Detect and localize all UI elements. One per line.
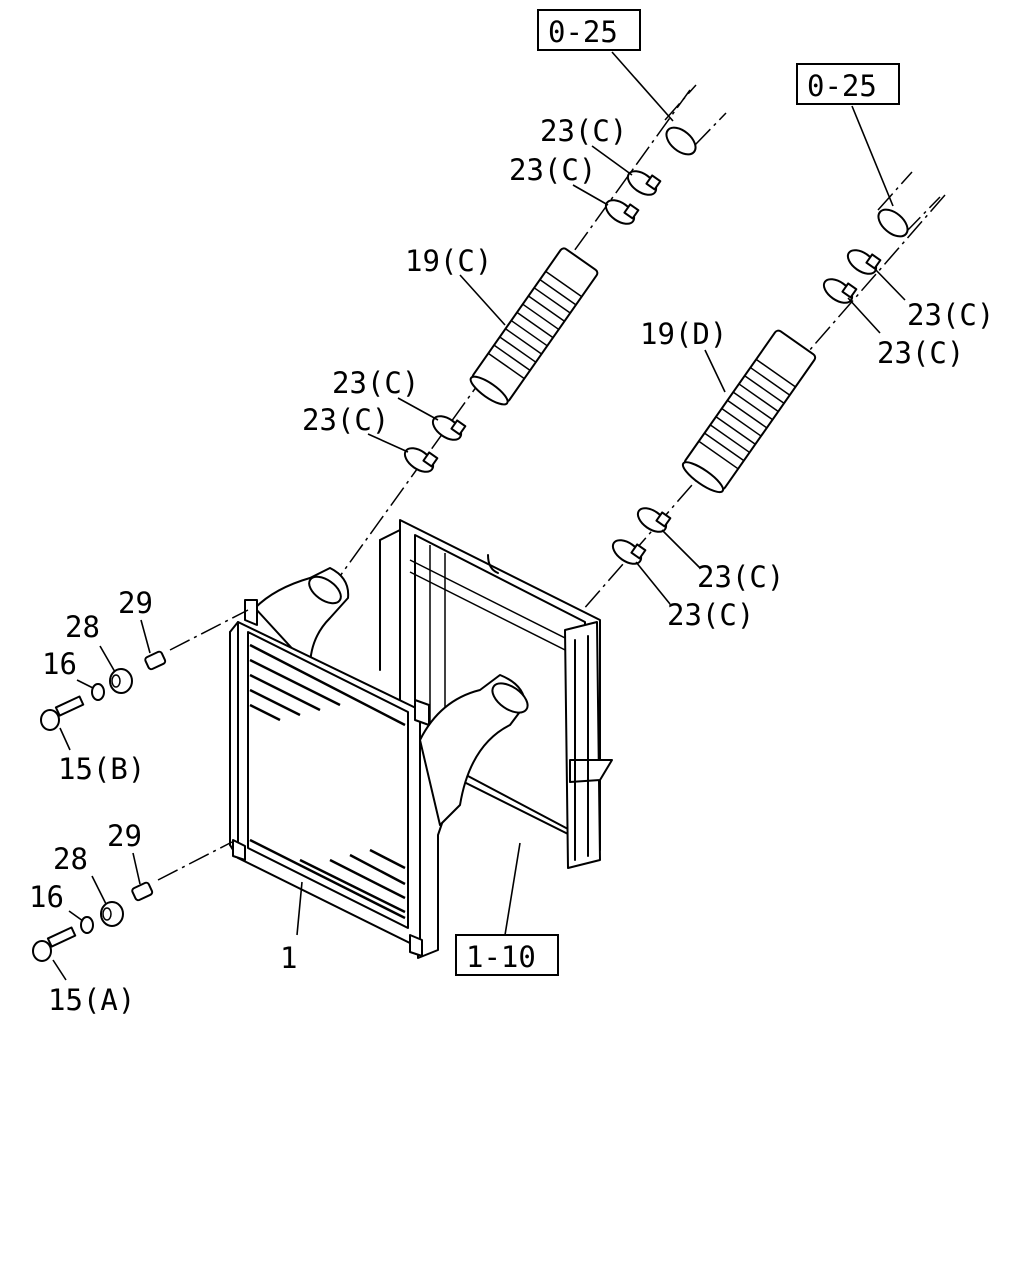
clamp-part <box>626 170 662 196</box>
callout-bolt-b: 15(B) <box>58 752 145 786</box>
ref-box-bottom <box>455 934 559 976</box>
leader-lines <box>52 51 906 981</box>
clamps <box>403 170 882 565</box>
callout-spacer: 29 <box>107 819 142 853</box>
ref-box-top-right <box>796 63 900 105</box>
callout-washer: 16 <box>42 647 77 681</box>
pipe-stub-left <box>664 84 727 156</box>
clamp-part <box>611 539 647 565</box>
clamp-part <box>403 447 439 473</box>
callout-washer: 16 <box>29 880 64 914</box>
clamp-part <box>822 278 858 304</box>
callout-clamp: 23(C) <box>332 366 419 400</box>
ref-label-top-right: 0-25 <box>807 69 877 103</box>
callout-clamp: 23(C) <box>667 598 754 632</box>
hose-19d <box>681 329 817 494</box>
callout-hose-19d: 19(D) <box>640 317 727 351</box>
mounting-hardware-upper <box>40 609 249 731</box>
callout-clamp: 23(C) <box>509 153 596 187</box>
ref-box-top-left <box>537 9 641 51</box>
callout-clamp: 23(C) <box>540 114 627 148</box>
mounting-hardware-lower <box>32 841 233 962</box>
callout-cushion: 28 <box>65 610 100 644</box>
hose-19c <box>469 247 599 406</box>
callout-cooler: 1 <box>280 941 297 975</box>
callout-clamp: 23(C) <box>907 298 994 332</box>
callout-bolt-a: 15(A) <box>48 983 135 1017</box>
callout-clamp: 23(C) <box>302 403 389 437</box>
ref-label-top-left: 0-25 <box>548 15 618 49</box>
pipe-stub-right <box>877 171 941 238</box>
callout-clamp: 23(C) <box>697 560 784 594</box>
clamp-part <box>604 199 640 225</box>
callout-clamp: 23(C) <box>877 336 964 370</box>
callout-spacer: 29 <box>118 586 153 620</box>
clamp-part <box>636 507 672 533</box>
callout-cushion: 28 <box>53 842 88 876</box>
clamp-part <box>846 249 882 275</box>
callout-hose-19c: 19(C) <box>405 244 492 278</box>
clamp-part <box>431 415 467 441</box>
ref-label-bottom: 1-10 <box>466 940 536 974</box>
intercooler-core <box>229 567 529 959</box>
